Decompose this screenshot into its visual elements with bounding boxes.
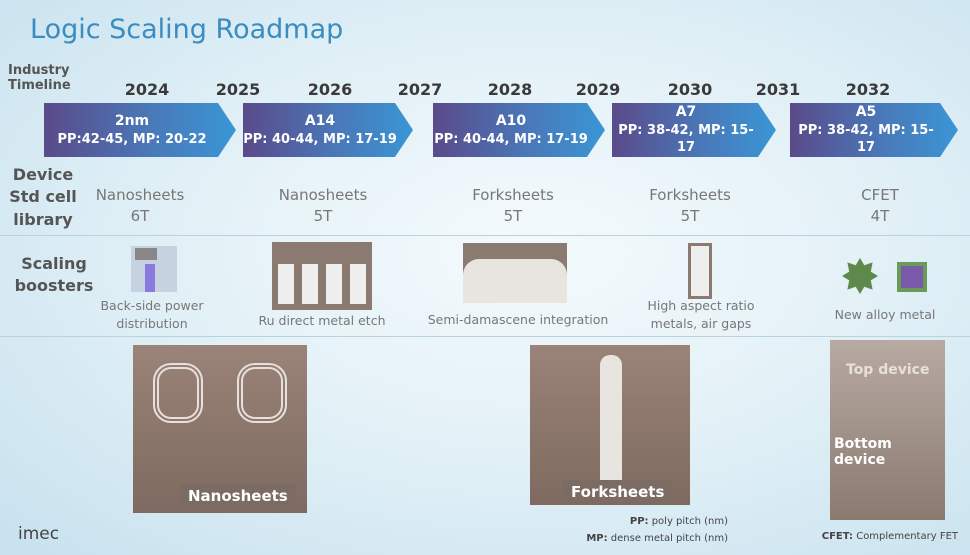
booster-caption: Semi-damascene integration [427, 312, 609, 327]
legend-key: MP: [586, 533, 608, 544]
booster-caption: High aspect ratio metals, air gaps [647, 297, 754, 333]
track-count: 5T [503, 207, 523, 225]
label-line: Scaling [21, 254, 87, 273]
bottom-device-label: Bottom device [834, 436, 892, 468]
track-count: 5T [680, 207, 700, 225]
device-a7: Forksheets 5T [649, 185, 731, 227]
node-spec: PP: 40-44, MP: 17-19 [243, 131, 397, 147]
caption-line: High aspect ratio [647, 298, 755, 313]
mp-legend: MP: dense metal pitch (nm) [586, 533, 728, 544]
boosters-label: Scaling boosters [14, 253, 94, 298]
top-device-label: Top device [846, 362, 930, 378]
node-spec: PP: 38-42, MP: 15-17 [798, 122, 934, 156]
year-label: 2027 [397, 80, 443, 99]
divider [0, 336, 970, 337]
year-label: 2026 [307, 80, 353, 99]
legend-key: CFET: [821, 531, 854, 542]
year-label: 2025 [215, 80, 261, 99]
node-name: 2nm [114, 112, 150, 129]
node-name: A10 [495, 112, 527, 129]
year-label: 2032 [845, 80, 891, 99]
divider [0, 235, 970, 236]
device-type: CFET [861, 186, 899, 204]
forksheets-label: Forksheets [563, 480, 673, 504]
node-spec: PP:42-45, MP: 20-22 [57, 131, 207, 147]
label-line: library [13, 209, 73, 229]
forksheets-tem-image [530, 345, 690, 505]
semi-damascene-image [463, 243, 567, 303]
caption-line: distribution [116, 316, 188, 332]
device-a5: CFET 4T [861, 185, 899, 227]
cfet-legend: CFET: Complementary FET [822, 531, 958, 542]
device-2nm: Nanosheets 6T [96, 185, 185, 227]
caption-line: metals, air gaps [650, 316, 752, 332]
track-count: 6T [130, 207, 150, 225]
device-type: Forksheets [472, 186, 554, 204]
year-label: 2030 [667, 80, 713, 99]
backside-power-image [131, 246, 177, 292]
imec-logo: imec [18, 524, 60, 544]
track-count: 4T [870, 207, 890, 225]
legend-key: PP: [629, 516, 649, 527]
label-line: Std cell [9, 187, 77, 207]
device-type: Nanosheets [95, 186, 185, 204]
year-label: 2028 [487, 80, 533, 99]
label-line: Industry [8, 63, 70, 78]
year-label: 2031 [755, 80, 801, 99]
booster-caption: New alloy metal [834, 307, 936, 322]
label-line: Timeline [8, 77, 71, 93]
node-name: A5 [855, 104, 877, 120]
caption-line: Back-side power [100, 298, 204, 313]
label-line: boosters [14, 276, 94, 296]
cfet-tem-image: Top device Bottom device [830, 340, 945, 520]
node-spec: PP: 38-42, MP: 15-17 [618, 122, 754, 156]
track-count: 5T [313, 207, 333, 225]
pp-legend: PP: poly pitch (nm) [630, 516, 728, 527]
alloy-metal-image [842, 258, 878, 294]
node-name: A14 [304, 112, 336, 129]
ru-etch-image [272, 242, 372, 310]
device-type: Forksheets [649, 186, 731, 204]
legend-text: poly pitch (nm) [648, 516, 728, 527]
alloy-metal-image [897, 262, 927, 292]
year-label: 2029 [575, 80, 621, 99]
node-spec: PP: 40-44, MP: 17-19 [434, 131, 588, 147]
nanosheets-label: Nanosheets [180, 484, 296, 508]
node-name: A7 [675, 104, 697, 120]
device-a14: Nanosheets 5T [279, 185, 368, 227]
device-label: Device Std cell library [8, 164, 78, 231]
device-type: Nanosheets [278, 186, 368, 204]
legend-text: dense metal pitch (nm) [607, 533, 728, 544]
booster-caption: Back-side power distribution [100, 297, 203, 333]
label-line: Device [12, 165, 74, 184]
timeline-label: Industry Timeline [8, 63, 71, 94]
booster-caption: Ru direct metal etch [258, 313, 386, 328]
high-aspect-ratio-image [688, 243, 712, 299]
slide-title: Logic Scaling Roadmap [30, 14, 344, 45]
year-label: 2024 [124, 80, 170, 99]
legend-text: Complementary FET [853, 531, 958, 542]
device-a10: Forksheets 5T [472, 185, 554, 227]
